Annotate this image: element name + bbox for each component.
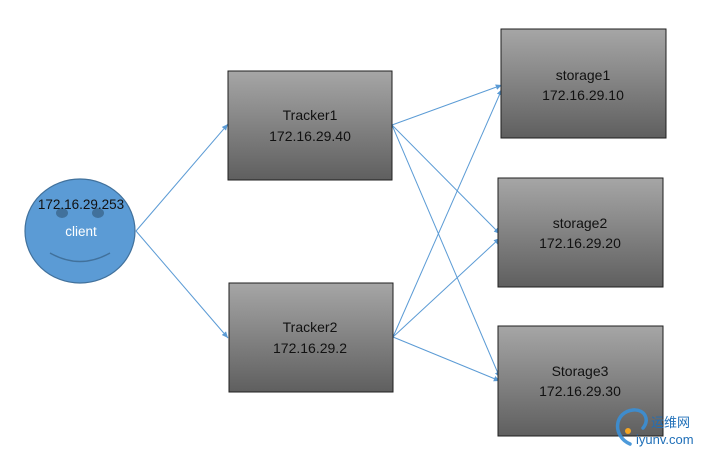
tracker-box [227, 70, 393, 181]
storage-name: storage2 [553, 215, 608, 231]
storage-box [497, 177, 664, 288]
tracker-box [228, 282, 394, 393]
client-face-shape [24, 178, 136, 284]
client-node: 172.16.29.253 client [24, 178, 136, 284]
storage-box [500, 28, 667, 139]
storage-node-3: Storage3 172.16.29.30 [497, 325, 664, 437]
arrow-tracker2-to-storage3 [392, 336, 501, 382]
tracker-node-2: Tracker2 172.16.29.2 [228, 282, 394, 393]
tracker-ip: 172.16.29.2 [273, 340, 347, 356]
client-ip: 172.16.29.253 [38, 197, 124, 212]
watermark-cn: 运维网 [651, 415, 690, 430]
storage-box [497, 325, 664, 437]
storage-ip: 172.16.29.30 [539, 383, 621, 399]
tracker-name: Tracker1 [283, 107, 338, 123]
watermark-swirl-icon [615, 408, 648, 446]
tracker-node-1: Tracker1 172.16.29.40 [227, 70, 393, 181]
storage-ip: 172.16.29.20 [539, 235, 621, 251]
storage-ip: 172.16.29.10 [542, 87, 624, 103]
watermark-dot-icon [625, 428, 631, 434]
tracker-ip: 172.16.29.40 [269, 128, 351, 144]
watermark: 运维网 iyunv.com [615, 408, 694, 447]
storage-name: Storage3 [552, 363, 609, 379]
storage-name: storage1 [556, 67, 611, 83]
arrow-tracker1-to-storage3 [391, 124, 501, 379]
arrow-tracker1-to-storage2 [391, 124, 501, 235]
arrow-tracker1-to-storage1 [391, 84, 503, 126]
connections [135, 84, 503, 382]
storage-node-2: storage2 172.16.29.20 [497, 177, 664, 288]
client-smile-icon [49, 252, 111, 263]
arrow-tracker2-to-storage2 [392, 237, 501, 338]
tracker-name: Tracker2 [283, 319, 338, 335]
client-left-eye-icon [56, 208, 68, 218]
arrow-client-to-tracker1 [135, 123, 229, 232]
client-right-eye-icon [92, 208, 104, 218]
storage-node-1: storage1 172.16.29.10 [500, 28, 667, 139]
client-label: client [65, 224, 97, 239]
arrow-tracker2-to-storage1 [392, 88, 503, 338]
arrow-client-to-tracker2 [135, 230, 229, 339]
watermark-domain: iyunv.com [636, 432, 694, 447]
